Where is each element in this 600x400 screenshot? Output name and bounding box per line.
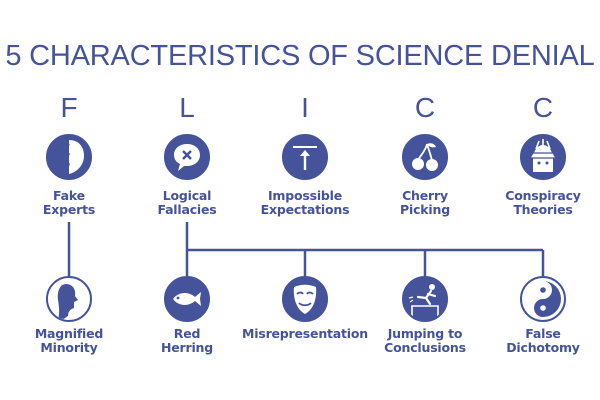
letter-i: I	[301, 92, 309, 123]
label-jumping-to-conclusions: Jumping to Conclusions	[384, 326, 466, 355]
conspiracy-theories-icon	[520, 134, 566, 180]
fake-experts-icon	[46, 134, 92, 180]
magnified-minority-icon	[46, 276, 92, 322]
label-magnified-minority: Magnified Minority	[34, 326, 104, 355]
misrepresentation-icon	[282, 276, 328, 322]
logical-fallacies-icon	[164, 134, 210, 180]
letter-c-conspiracy: C	[532, 92, 554, 123]
red-herring-icon	[164, 276, 210, 322]
label-false-dichotomy: False Dichotomy	[506, 326, 580, 355]
label-misrepresentation: Misrepresentation	[242, 326, 368, 341]
letter-l: L	[179, 92, 195, 123]
page-title: 5 CHARACTERISTICS OF SCIENCE DENIAL	[5, 40, 595, 72]
label-conspiracy-theories: Conspiracy Theories	[505, 188, 581, 217]
label-cherry-picking: Cherry Picking	[400, 188, 450, 217]
label-logical-fallacies: Logical Fallacies	[157, 188, 217, 217]
cherry-picking-icon	[402, 134, 448, 180]
label-impossible-expectations: Impossible Expectations	[260, 188, 350, 217]
jumping-to-conclusions-icon	[402, 276, 448, 322]
impossible-expectations-icon	[282, 134, 328, 180]
label-fake-experts: Fake Experts	[42, 188, 96, 217]
letter-f: F	[60, 92, 78, 123]
false-dichotomy-icon	[520, 276, 566, 322]
label-red-herring: Red Herring	[161, 326, 213, 355]
letter-c-cherry: C	[414, 92, 436, 123]
